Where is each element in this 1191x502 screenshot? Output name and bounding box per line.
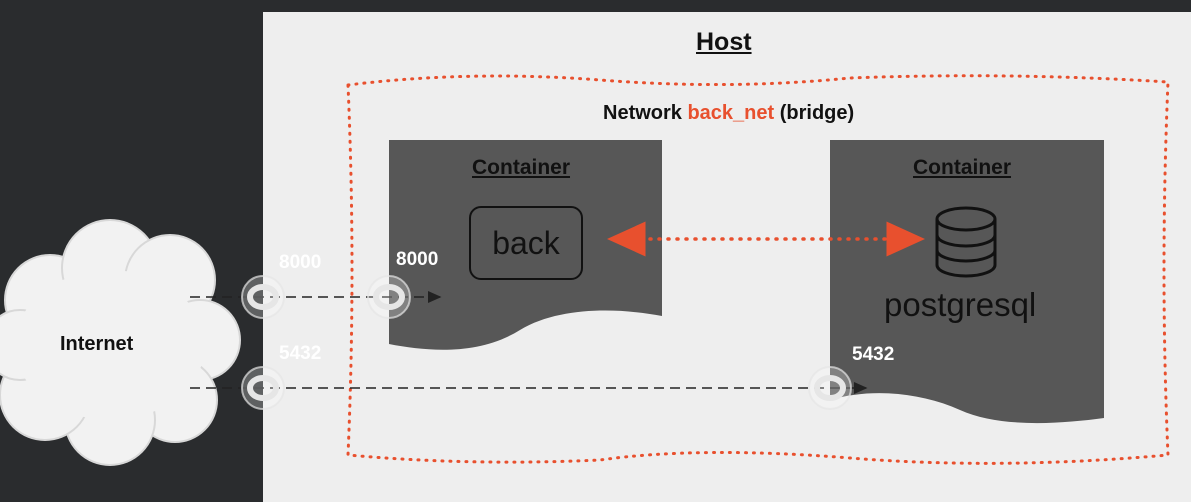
port-label-host-8000: 8000	[279, 252, 322, 273]
back-service-box: back	[469, 206, 583, 280]
port-label-container-8000: 8000	[396, 249, 439, 270]
port-ring-host-5432	[241, 366, 285, 410]
network-title: Network back_net (bridge)	[603, 102, 854, 125]
container-postgresql-title: Container	[913, 156, 1012, 179]
back-service-label: back	[492, 224, 560, 261]
port-ring-container-8000	[367, 275, 411, 319]
network-suffix: (bridge)	[774, 102, 855, 124]
container-postgresql	[830, 140, 1104, 424]
container-back-title: Container	[472, 156, 571, 179]
internet-label: Internet	[60, 333, 134, 355]
postgresql-service-label: postgresql	[884, 286, 1037, 323]
host-title: Host	[696, 28, 752, 56]
port-label-container-5432: 5432	[852, 344, 895, 365]
internet-cloud	[0, 219, 241, 466]
port-label-host-5432: 5432	[279, 343, 322, 364]
port-ring-container-5432	[808, 366, 852, 410]
network-boundary	[346, 74, 1170, 465]
container-back	[389, 140, 662, 350]
network-name: back_net	[687, 102, 775, 124]
database-icon	[935, 206, 997, 278]
port-ring-host-8000	[241, 275, 285, 319]
network-prefix: Network	[603, 102, 688, 124]
